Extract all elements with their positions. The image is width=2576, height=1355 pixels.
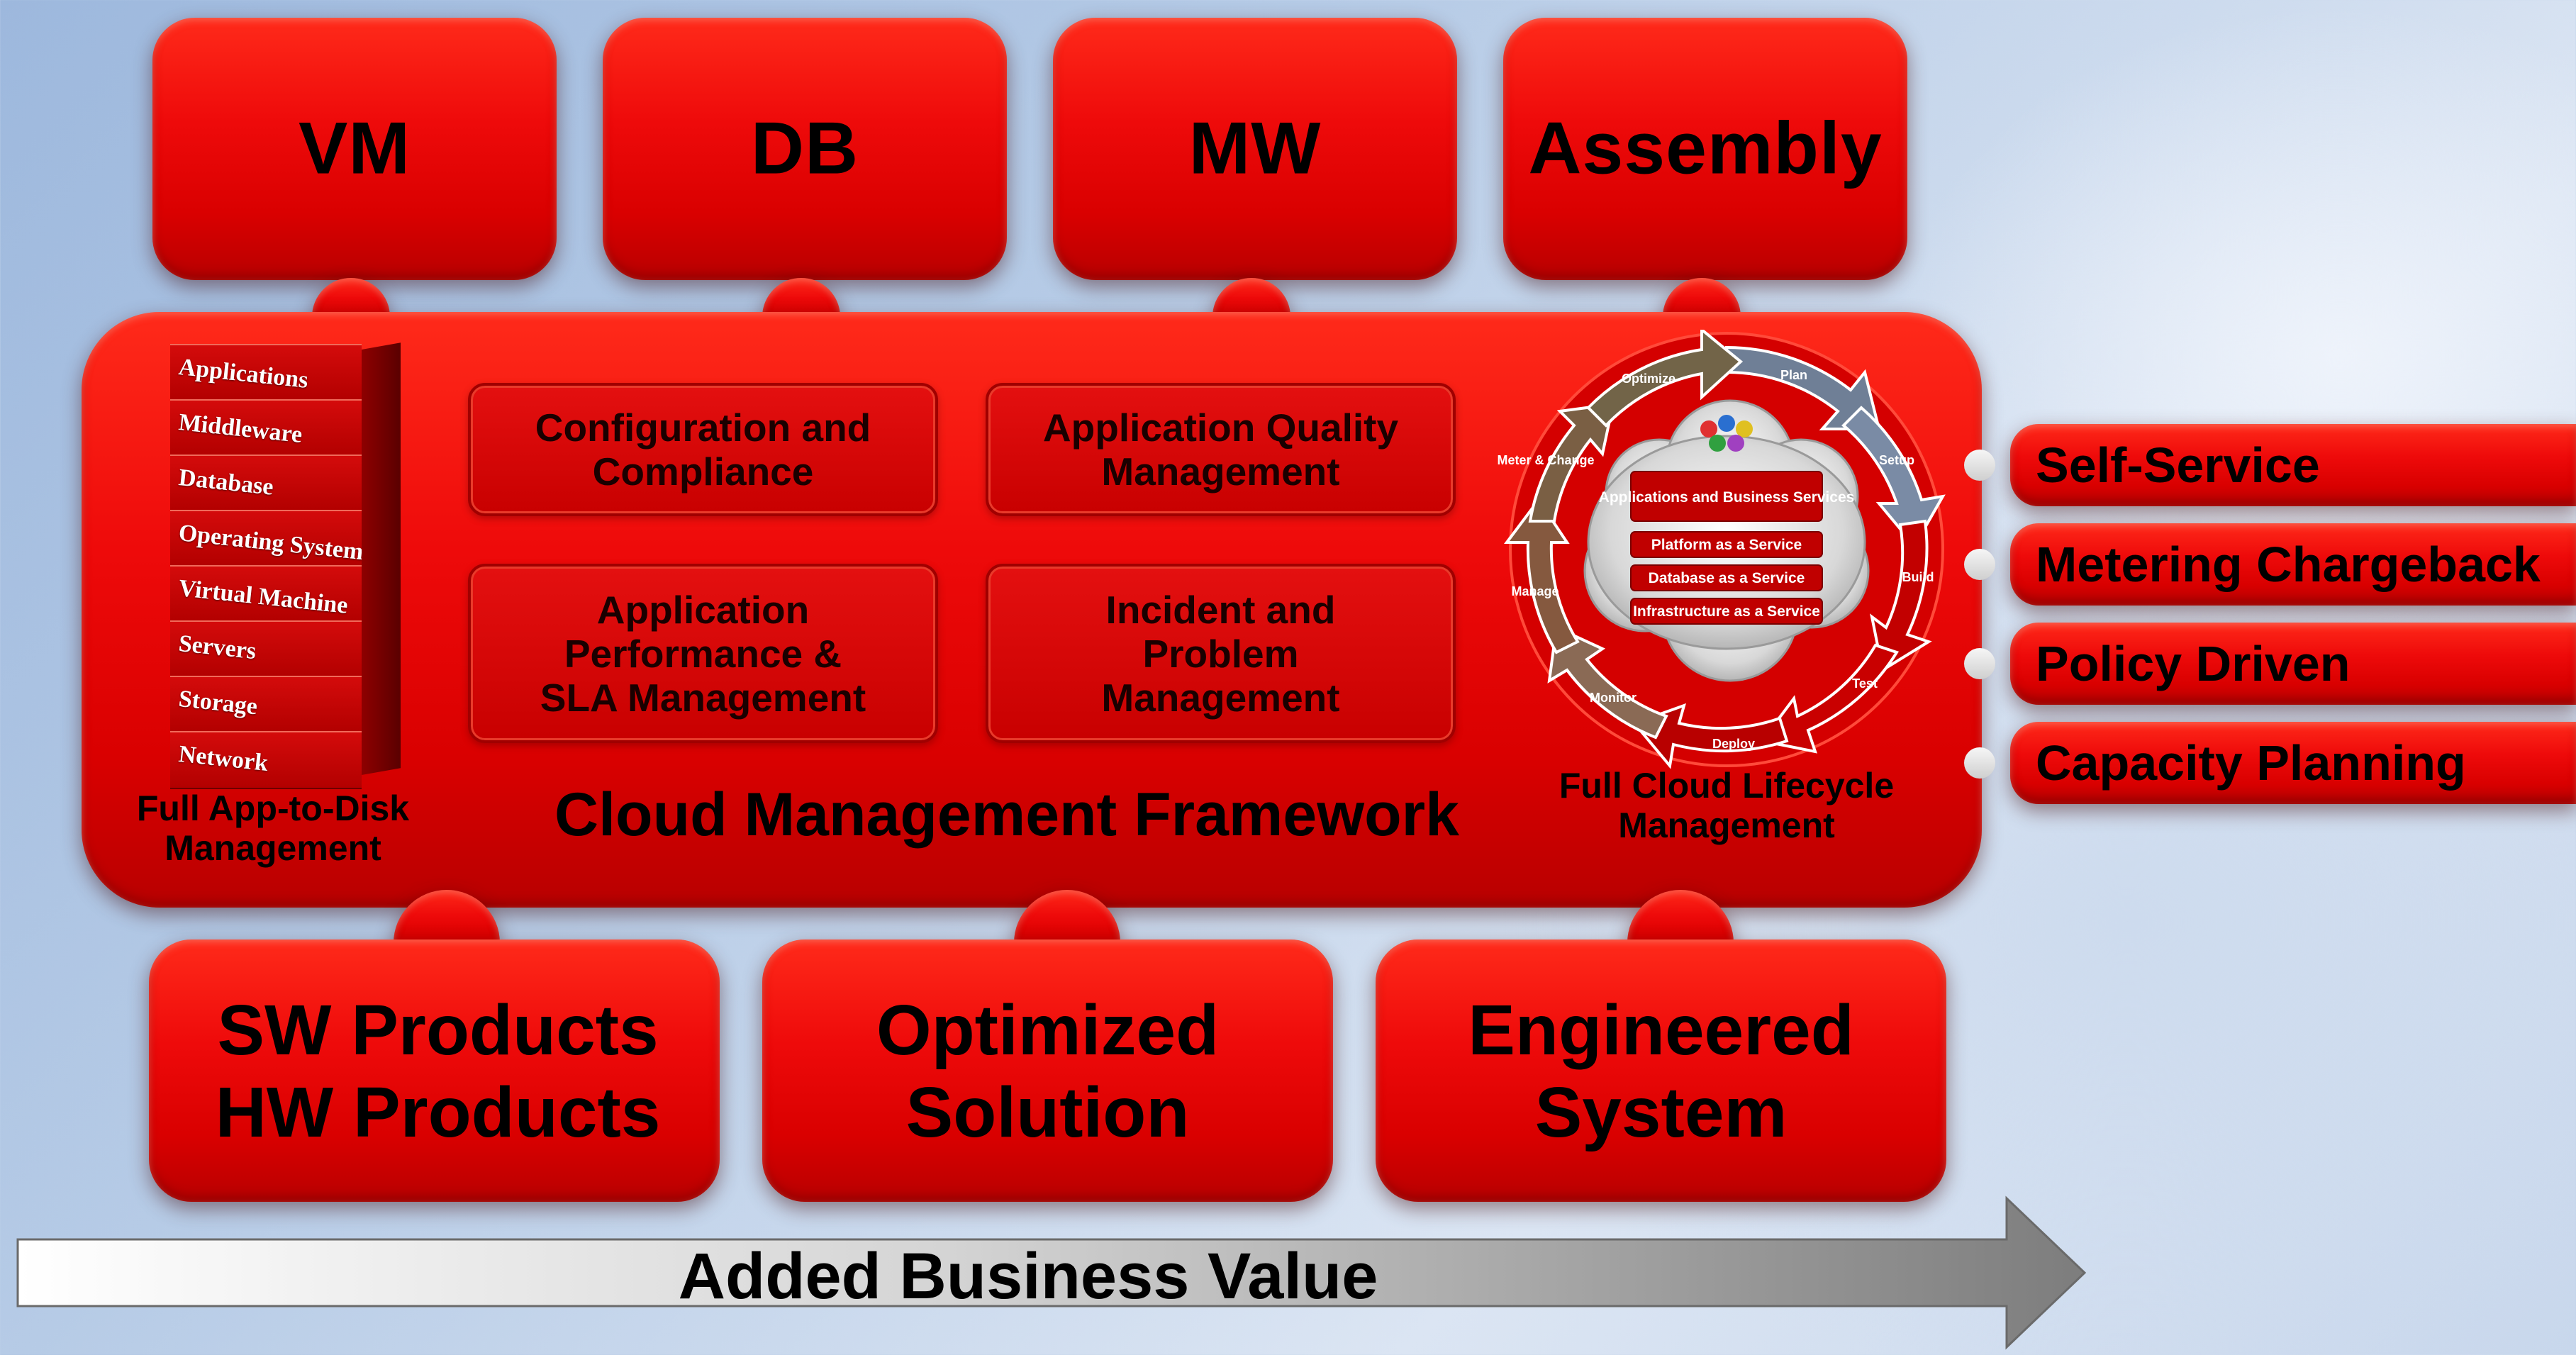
self-service-peg: [1964, 450, 1995, 481]
vm-module: VM: [152, 18, 557, 280]
system-label: System: [1534, 1073, 1788, 1152]
incident-problem-line2: Problem: [1142, 631, 1299, 676]
lifecycle-caption-line2: Management: [1618, 805, 1835, 845]
stack-layer-database: Database: [170, 455, 362, 513]
infrastructure-stack: Applications Middleware Database Operati…: [170, 342, 404, 826]
vm-label: VM: [299, 107, 411, 190]
stack-caption-line1: Full App-to-Disk: [136, 788, 410, 828]
optimized-label: Optimized: [876, 991, 1220, 1070]
cloud-management-framework-panel: Applications Middleware Database Operati…: [82, 312, 1982, 908]
stack-layer-servers: Servers: [170, 620, 362, 679]
stack-caption: Full App-to-Disk Management: [124, 788, 422, 868]
stack-label-operating-system: Operating System: [177, 520, 365, 566]
sw-hw-products-module: SW Products HW Products: [149, 939, 720, 1202]
business-value-arrow: [16, 1195, 2087, 1350]
mw-label: MW: [1188, 107, 1322, 190]
stage-manage-label: Manage: [1511, 584, 1559, 598]
sw-products-label: SW Products: [217, 991, 659, 1070]
application-performance-box: Application Performance & SLA Management: [468, 564, 938, 743]
incident-problem-line3: Management: [1101, 675, 1340, 720]
service-label-applications: Applications and Business Services: [1599, 489, 1855, 506]
policy-driven-label: Policy Driven: [2036, 636, 2351, 691]
self-service-tab: Self-Service: [2010, 424, 2576, 506]
framework-title: Cloud Management Framework: [554, 781, 1459, 849]
application-performance-line2: Performance &: [564, 631, 842, 676]
solution-label: Solution: [905, 1073, 1190, 1152]
assembly-module: Assembly: [1503, 18, 1907, 280]
stage-meter-label: Meter & Change: [1497, 453, 1594, 467]
db-label: DB: [750, 107, 859, 190]
stack-layer-applications: Applications: [170, 344, 362, 402]
stack-label-servers: Servers: [177, 630, 257, 665]
stage-setup-label: Setup: [1879, 453, 1914, 467]
capacity-planning-peg: [1964, 747, 1995, 779]
metering-chargeback-tab: Metering Chargeback: [2010, 523, 2576, 606]
stack-layer-network: Network: [170, 731, 362, 789]
business-value-label: Added Business Value: [678, 1240, 1378, 1312]
stage-build-arrow: [1870, 519, 1932, 673]
optimized-solution-text: Optimized Solution: [762, 989, 1333, 1154]
lifecycle-caption: Full Cloud Lifecycle Management: [1535, 766, 1918, 845]
application-quality-box: Application Quality Management: [986, 383, 1456, 516]
stack-label-database: Database: [177, 464, 275, 501]
stage-optimize-label: Optimize: [1622, 372, 1675, 386]
stage-monitor-label: Monitor: [1590, 691, 1637, 705]
self-service-label: Self-Service: [2036, 437, 2320, 493]
stage-build-label: Build: [1902, 570, 1934, 584]
configuration-compliance-line2: Compliance: [592, 450, 814, 494]
hw-products-label: HW Products: [215, 1073, 661, 1152]
assembly-label: Assembly: [1528, 107, 1883, 190]
capacity-planning-label: Capacity Planning: [2036, 735, 2466, 791]
incident-problem-line1: Incident and: [1105, 587, 1336, 632]
application-performance-line3: SLA Management: [540, 675, 866, 720]
application-performance-line1: Application: [596, 587, 810, 632]
stage-deploy-label: Deploy: [1712, 737, 1755, 751]
optimized-solution-module: Optimized Solution: [762, 939, 1333, 1202]
service-label-iaas: Infrastructure as a Service: [1633, 603, 1820, 620]
stack-caption-line2: Management: [165, 828, 381, 868]
stack-label-virtual-machine: Virtual Machine: [177, 575, 350, 619]
configuration-compliance-box: Configuration and Compliance: [468, 383, 938, 516]
service-bar-iaas: [1630, 598, 1823, 625]
stack-side-face: [362, 342, 401, 775]
stage-test-label: Test: [1852, 676, 1878, 691]
lifecycle-caption-line1: Full Cloud Lifecycle: [1559, 766, 1895, 805]
db-module: DB: [603, 18, 1007, 280]
policy-driven-peg: [1964, 648, 1995, 679]
engineered-label: Engineered: [1468, 991, 1854, 1070]
service-label-paas: Platform as a Service: [1651, 537, 1802, 553]
stack-layer-middleware: Middleware: [170, 399, 362, 457]
stack-layer-storage: Storage: [170, 676, 362, 734]
stack-label-storage: Storage: [177, 686, 259, 720]
stage-optimize-arrow: [1586, 330, 1744, 428]
policy-driven-tab: Policy Driven: [2010, 623, 2576, 705]
service-bar-paas: [1630, 531, 1823, 558]
stack-layer-operating-system: Operating System: [170, 510, 365, 568]
people-icon: [1700, 415, 1753, 452]
stack-layer-virtual-machine: Virtual Machine: [170, 565, 362, 623]
service-bar-applications: [1630, 471, 1823, 522]
application-quality-line1: Application Quality: [1042, 406, 1399, 450]
capacity-planning-tab: Capacity Planning: [2010, 722, 2576, 804]
incident-problem-box: Incident and Problem Management: [986, 564, 1456, 743]
engineered-system-module: Engineered System: [1376, 939, 1946, 1202]
engineered-system-text: Engineered System: [1376, 989, 1946, 1154]
service-bar-dbaas: [1630, 564, 1823, 591]
stack-label-network: Network: [177, 741, 269, 777]
metering-chargeback-label: Metering Chargeback: [2036, 537, 2541, 592]
lifecycle-diagram: Plan Setup Build Test Deploy Monitor Man…: [1497, 330, 1946, 769]
stack-label-applications: Applications: [177, 354, 310, 394]
lifecycle-arrows: [1504, 330, 1946, 769]
service-label-dbaas: Database as a Service: [1649, 570, 1805, 586]
mw-module: MW: [1053, 18, 1457, 280]
stage-plan-label: Plan: [1780, 368, 1807, 382]
configuration-compliance-line1: Configuration and: [535, 406, 871, 450]
sw-hw-products-text: SW Products HW Products: [149, 989, 720, 1154]
stack-label-middleware: Middleware: [177, 409, 304, 449]
metering-chargeback-peg: [1964, 549, 1995, 580]
application-quality-line2: Management: [1101, 450, 1340, 494]
